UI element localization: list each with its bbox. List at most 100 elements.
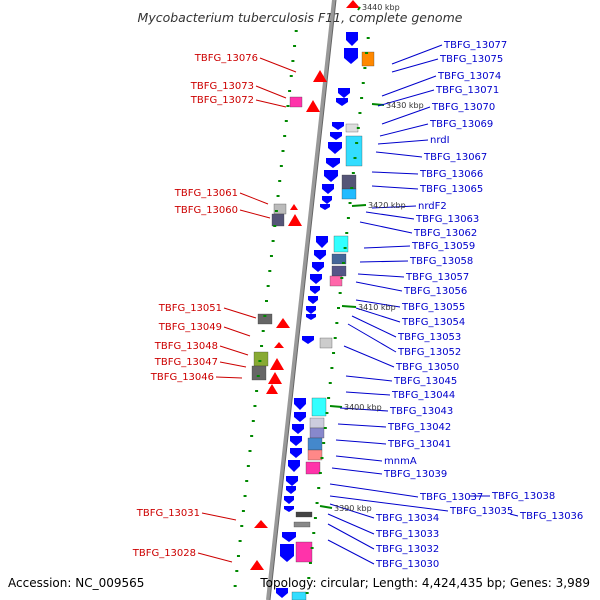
reverse-gene-arrow	[320, 204, 330, 210]
scale-tick-minor	[246, 465, 250, 467]
gene-label-right: TBFG_13036	[519, 511, 583, 522]
gene-feature-block	[257, 313, 273, 325]
gene-label-right: TBFG_13039	[383, 469, 447, 480]
scale-tick-minor	[338, 292, 342, 294]
scale-tick-minor	[305, 592, 309, 594]
scale-tick-minor	[236, 555, 240, 557]
leader-line-right	[377, 139, 429, 145]
scale-tick-minor	[283, 135, 287, 137]
leader-line-left	[239, 209, 271, 219]
reverse-gene-arrow	[308, 296, 318, 304]
reverse-gene-arrow	[276, 588, 288, 598]
leader-line-left	[219, 345, 249, 356]
scale-tick-minor	[341, 262, 345, 264]
leader-line-right	[337, 423, 387, 428]
scale-tick-minor	[323, 427, 327, 429]
forward-gene-arrow	[290, 204, 298, 210]
leader-line-left	[255, 99, 287, 108]
reverse-gene-arrow	[282, 532, 296, 542]
leader-line-left	[197, 552, 233, 563]
gene-label-right: TBFG_13030	[375, 559, 439, 570]
gene-label-right: TBFG_13074	[437, 71, 501, 82]
gene-label-right: TBFG_13075	[439, 54, 503, 65]
scale-tick-minor	[363, 67, 367, 69]
gene-label-right: TBFG_13053	[397, 332, 461, 343]
scale-tick-minor	[343, 247, 347, 249]
gene-feature-block	[361, 51, 375, 67]
gene-label-right: TBFG_13059	[411, 241, 475, 252]
scale-label: 3440 kbp	[362, 3, 400, 12]
scale-tick-minor	[261, 330, 265, 332]
forward-gene-arrow	[276, 318, 290, 328]
leader-line-left	[239, 192, 269, 205]
leader-line-left	[215, 376, 243, 379]
scale-label: 3410 kbp	[358, 303, 396, 312]
scale-tick-minor	[240, 525, 244, 527]
gene-feature-block	[331, 253, 347, 265]
leader-line-right	[359, 260, 409, 263]
leader-line-right	[331, 467, 383, 475]
scale-tick-minor	[320, 457, 324, 459]
leader-line-right	[363, 245, 411, 249]
scale-tick-minor	[245, 480, 249, 482]
reverse-gene-arrow	[324, 170, 338, 182]
gene-label-right: TBFG_13070	[431, 102, 495, 113]
leader-line-right	[371, 185, 419, 190]
gene-label-right: TBFG_13052	[397, 347, 461, 358]
gene-feature-block	[309, 417, 325, 429]
reverse-gene-arrow	[310, 286, 320, 294]
leader-line-right	[391, 44, 443, 65]
leader-line-right	[371, 171, 419, 175]
reverse-gene-arrow	[294, 398, 306, 410]
scale-tick-minor	[361, 82, 365, 84]
scale-tick-minor	[307, 577, 311, 579]
gene-features	[250, 0, 375, 600]
gene-label-left: TBFG_13061	[174, 188, 238, 199]
gene-labels: TBFG_13076TBFG_13073TBFG_13072TBFG_13061…	[132, 3, 584, 570]
reverse-gene-arrow	[332, 122, 344, 130]
leader-line-right	[347, 323, 397, 353]
scale-label: 3400 kbp	[344, 403, 382, 412]
gene-label-right: TBFG_13067	[423, 152, 487, 163]
leader-line-right	[379, 123, 429, 137]
gene-feature-block	[311, 397, 327, 417]
scale-tick-minor	[365, 52, 369, 54]
gene-feature-block	[251, 365, 267, 381]
scale-tick-minor	[269, 255, 273, 257]
scale-tick-minor	[263, 315, 267, 317]
leader-line-right	[327, 539, 375, 565]
gene-feature-block	[341, 174, 357, 190]
leader-line-right	[357, 273, 405, 278]
gene-label-right: TBFG_13054	[401, 317, 465, 328]
reverse-gene-arrow	[344, 48, 358, 64]
leader-line-right	[365, 211, 415, 220]
reverse-gene-arrow	[294, 412, 306, 422]
gene-label-left: TBFG_13046	[150, 372, 214, 383]
leader-line-left	[219, 361, 247, 368]
gene-feature-block	[345, 123, 359, 133]
scale-tick-minor	[279, 165, 283, 167]
scale-tick-minor	[251, 420, 255, 422]
leader-line-right	[343, 345, 395, 368]
scale-tick-minor	[340, 277, 344, 279]
gene-label-left: TBFG_13028	[132, 548, 196, 559]
gene-feature-block	[295, 511, 313, 518]
scale-tick-minor	[353, 157, 357, 159]
gene-label-right: TBFG_13057	[405, 272, 469, 283]
gene-feature-block	[309, 427, 325, 439]
forward-gene-arrow	[250, 560, 264, 570]
leader-line-right	[391, 58, 439, 73]
scale-tick-minor	[356, 127, 360, 129]
scale-tick-minor	[360, 97, 364, 99]
gene-feature-block	[291, 591, 307, 600]
reverse-gene-arrow	[310, 274, 322, 284]
forward-gene-arrow	[288, 214, 302, 226]
gene-label-right: TBFG_13042	[387, 422, 451, 433]
gene-feature-block	[307, 449, 323, 461]
genome-backbone	[266, 0, 336, 600]
reverse-gene-arrow	[286, 486, 296, 494]
reverse-gene-arrow	[292, 424, 304, 434]
leader-line-left	[255, 85, 287, 99]
scale-tick-minor	[350, 187, 354, 189]
leader-line-left	[223, 326, 251, 337]
